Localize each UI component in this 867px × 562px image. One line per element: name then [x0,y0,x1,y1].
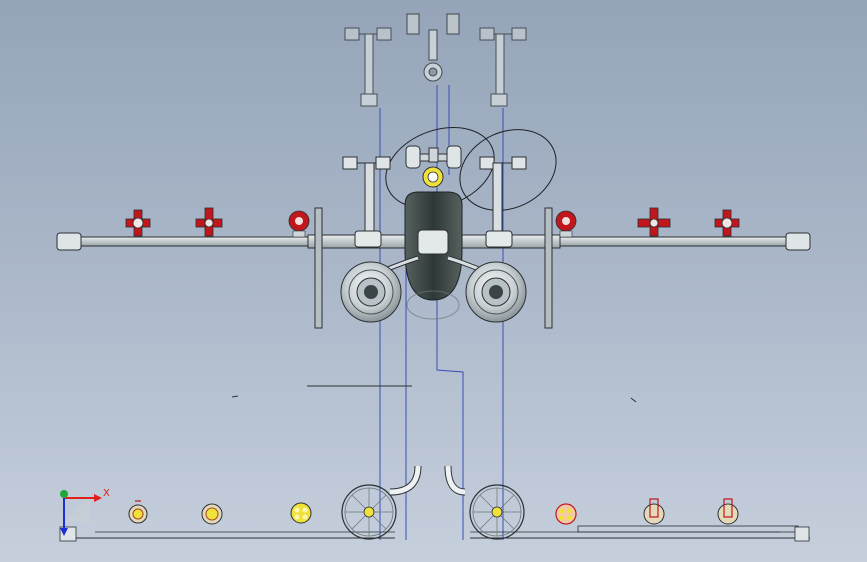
bottom-fitting[interactable] [555,503,577,525]
main-wheel-left[interactable] [340,261,402,323]
bottom-wheel-right[interactable] [469,484,525,540]
red-cross-fitting[interactable] [714,209,740,237]
red-round-fitting[interactable] [288,210,310,238]
bottom-fitting[interactable] [643,498,665,525]
bottom-view-assembly[interactable] [59,465,810,542]
side-rails[interactable] [314,207,553,329]
bottom-fitting[interactable] [290,502,312,524]
main-wheel-right[interactable] [465,261,527,323]
bottom-fitting[interactable] [128,500,148,524]
top-fork-assembly-left[interactable] [344,27,392,107]
top-fork-assembly-right[interactable] [479,27,527,107]
center-top-rollers[interactable] [405,145,462,188]
swing-arc-outlines [385,126,557,211]
bottom-fitting[interactable] [201,503,223,525]
red-fittings-row [125,207,740,238]
bottom-fitting[interactable] [717,498,739,525]
mid-fork-assembly-left[interactable] [342,156,391,234]
top-center-rollers[interactable] [406,13,460,82]
red-cross-fitting[interactable] [637,207,671,237]
central-motor-body[interactable] [354,191,513,320]
sketch-marks [231,385,637,403]
red-cross-fitting[interactable] [125,209,151,237]
coordinate-triad: X [60,488,110,536]
bottom-wheel-left[interactable] [341,484,397,540]
bent-pipes[interactable] [389,465,466,496]
red-cross-fitting[interactable] [195,207,223,237]
red-round-fitting[interactable] [555,210,577,238]
axis-x-label: X [103,488,110,499]
